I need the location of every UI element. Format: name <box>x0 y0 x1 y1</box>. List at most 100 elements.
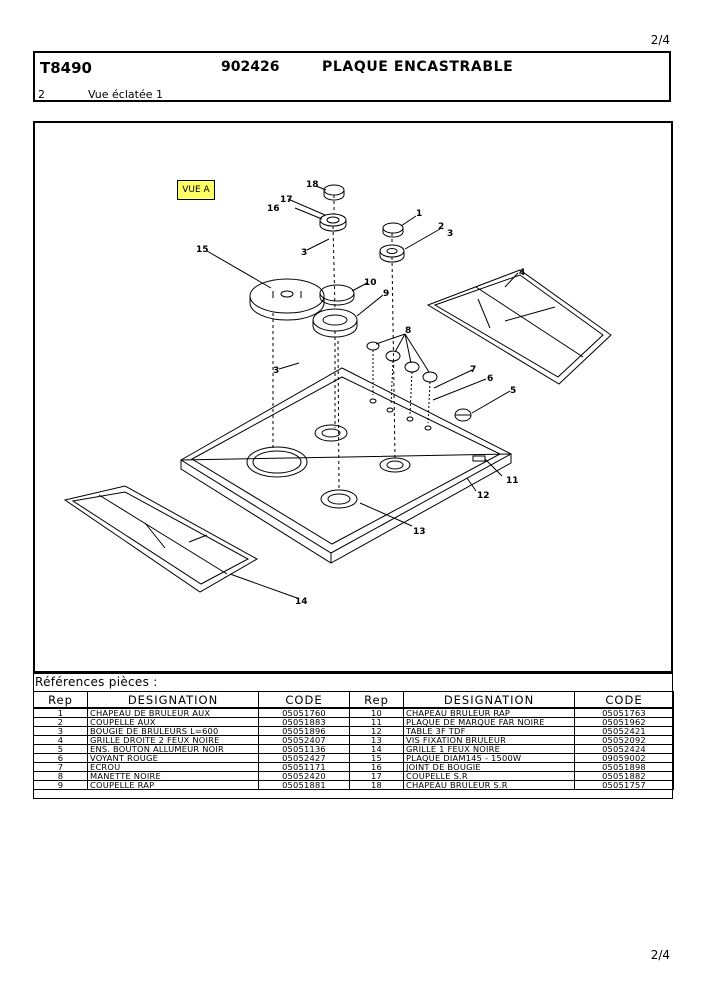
table-cell: ENS. BOUTON ALLUMEUR NOIR <box>87 744 259 754</box>
igniter-button <box>454 408 472 422</box>
semi-rapid-burner <box>319 184 347 232</box>
table-cell: 7 <box>33 762 88 772</box>
table-cell: 05052420 <box>258 771 350 781</box>
table-cell: 05052407 <box>258 735 350 745</box>
table-cell: CHAPEAU BRULEUR S.R <box>403 780 575 790</box>
table-cell: 2 <box>33 717 88 727</box>
table-cell: JOINT DE BOUGIE <box>403 762 575 772</box>
table-cell: TABLE 3F TDF <box>403 726 575 736</box>
view-a-label: VUE A <box>177 180 215 200</box>
callout-11: 11 <box>506 476 519 486</box>
callout-8: 8 <box>405 326 411 336</box>
col-rep-right: Rep <box>349 691 404 709</box>
table-cell: 05051760 <box>258 708 350 718</box>
table-cell: 05052092 <box>574 735 674 745</box>
table-cell: 10 <box>349 708 404 718</box>
table-cell: 1 <box>33 708 88 718</box>
callout-9: 9 <box>383 289 389 299</box>
product-code: 902426 <box>221 59 280 75</box>
parts-reference-section: Références pièces : Rep DESIGNATION CODE… <box>33 673 674 799</box>
col-designation-left: DESIGNATION <box>87 691 259 709</box>
table-cell: MANETTE NOIRE <box>87 771 259 781</box>
table-cell: GRILLE DROITE 2 FEUX NOIRE <box>87 735 259 745</box>
parts-table-header: Rep DESIGNATION CODE Rep DESIGNATION COD… <box>33 691 674 709</box>
table-cell: 05051881 <box>258 780 350 790</box>
table-cell: 05051962 <box>574 717 674 727</box>
table-cell: 05051136 <box>258 744 350 754</box>
callout-17: 17 <box>280 195 293 205</box>
table-cell: 3 <box>33 726 88 736</box>
callout-14: 14 <box>295 597 308 607</box>
callout-3b: 3 <box>301 248 307 258</box>
table-cell: CHAPEAU DE BRULEUR AUX <box>87 708 259 718</box>
table-cell: 14 <box>349 744 404 754</box>
callout-13: 13 <box>413 527 426 537</box>
product-title: PLAQUE ENCASTRABLE <box>322 59 514 75</box>
callout-10: 10 <box>364 278 377 288</box>
col-code-left: CODE <box>258 691 350 709</box>
page-number-top: 2/4 <box>650 33 670 47</box>
table-cell: 12 <box>349 726 404 736</box>
table-cell: 18 <box>349 780 404 790</box>
parts-table: Rep DESIGNATION CODE Rep DESIGNATION COD… <box>33 691 674 790</box>
grid-right-4 <box>426 269 612 385</box>
table-cell: 17 <box>349 771 404 781</box>
section-label: Vue éclatée 1 <box>88 88 163 101</box>
table-cell: 05051763 <box>574 708 674 718</box>
table-cell: 4 <box>33 735 88 745</box>
callout-15: 15 <box>196 245 209 255</box>
table-cell: CHAPEAU BRULEUR RAP <box>403 708 575 718</box>
table-cell: ECROU <box>87 762 259 772</box>
table-cell: 05051896 <box>258 726 350 736</box>
grid-left-14 <box>63 485 259 593</box>
document-header: T8490 902426 PLAQUE ENCASTRABLE 2 Vue éc… <box>33 51 671 102</box>
col-rep-left: Rep <box>33 691 88 709</box>
table-cell: 09059002 <box>574 753 674 763</box>
table-cell: 11 <box>349 717 404 727</box>
table-cell: 05051757 <box>574 780 674 790</box>
control-knobs <box>366 341 438 424</box>
callout-3c: 3 <box>273 366 279 376</box>
table-cell: 05052427 <box>258 753 350 763</box>
col-code-right: CODE <box>574 691 674 709</box>
exploded-view-drawing: 1 2 3 3 3 4 5 6 7 8 9 10 11 12 13 14 15 … <box>33 121 673 673</box>
table-cell: 05052421 <box>574 726 674 736</box>
hot-plate-15 <box>249 278 325 321</box>
callout-6: 6 <box>487 374 493 384</box>
table-cell: 05051898 <box>574 762 674 772</box>
auxiliary-burner <box>379 222 405 263</box>
table-cell: 15 <box>349 753 404 763</box>
table-cell: 16 <box>349 762 404 772</box>
callout-4: 4 <box>519 268 525 278</box>
table-cell: 9 <box>33 780 88 790</box>
callout-12: 12 <box>477 491 490 501</box>
table-cell: 5 <box>33 744 88 754</box>
table-cell: PLAQUE DIAM145 - 1500W <box>403 753 575 763</box>
table-cell: 05051882 <box>574 771 674 781</box>
page-number-bottom: 2/4 <box>650 948 670 962</box>
table-cell: 8 <box>33 771 88 781</box>
callout-3a: 3 <box>447 229 453 239</box>
cooktop-plate <box>180 367 513 564</box>
callout-7: 7 <box>470 365 476 375</box>
table-cell: 05051883 <box>258 717 350 727</box>
callout-5: 5 <box>510 386 516 396</box>
table-cell: PLAQUE DE MARQUE FAR NOIRE <box>403 717 575 727</box>
callout-1: 1 <box>416 209 422 219</box>
references-title: Références pièces : <box>35 675 158 689</box>
table-cell: 05051171 <box>258 762 350 772</box>
callout-2: 2 <box>438 222 444 232</box>
callout-leaders <box>206 185 519 599</box>
col-designation-right: DESIGNATION <box>403 691 575 709</box>
exploded-view-illustration: 1 2 3 3 3 4 5 6 7 8 9 10 11 12 13 14 15 … <box>63 180 612 607</box>
assembly-lines <box>272 195 396 492</box>
table-cell: COUPELLE RAP <box>87 780 259 790</box>
table-cell: 05052424 <box>574 744 674 754</box>
